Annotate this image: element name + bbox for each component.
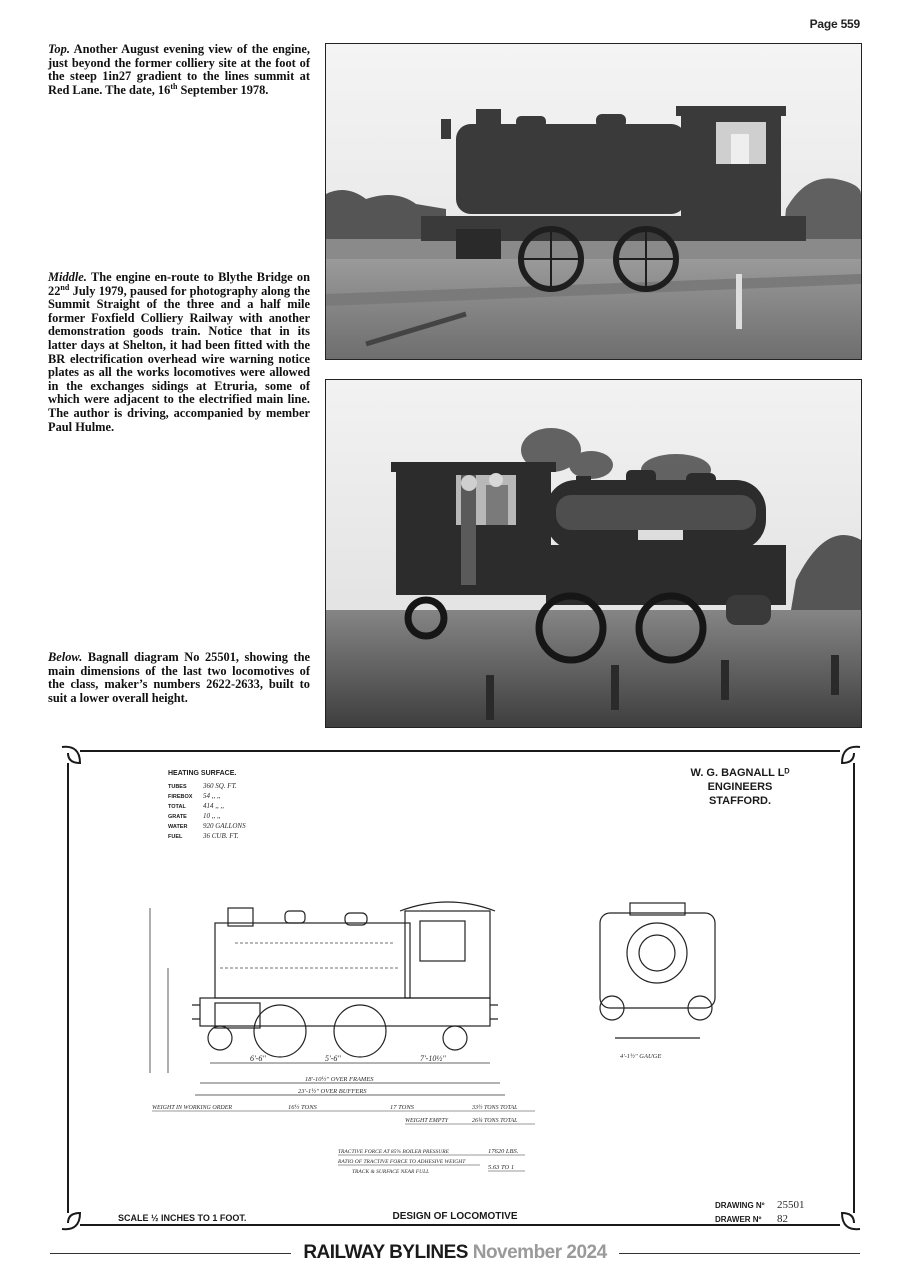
drawer-number: 82	[777, 1213, 788, 1225]
maker-line1: W. G. BAGNALL Lᴰ	[691, 767, 790, 779]
photo-top-image	[326, 44, 861, 359]
locomotive-end-elevation	[599, 902, 716, 1039]
bagnall-diagram: W. G. BAGNALL Lᴰ ENGINEERS STAFFORD. HEA…	[60, 743, 862, 1233]
design-title: DESIGN OF LOCOMOTIVE	[392, 1211, 517, 1222]
drawing-label: DRAWING Nº	[715, 1201, 765, 1210]
caption-below-lead: Below.	[48, 650, 83, 664]
diagram-border	[67, 750, 855, 1226]
scale-label: SCALE ½ INCHES TO 1 FOOT.	[118, 1213, 246, 1223]
heating-row-label: GRATE	[168, 814, 187, 820]
weight-label: WEIGHT IN WORKING ORDER	[152, 1105, 232, 1111]
diagram-drawing: W. G. BAGNALL Lᴰ ENGINEERS STAFFORD. HEA…	[61, 745, 861, 1231]
caption-below: Below. Bagnall diagram No 25501, showing…	[48, 650, 310, 705]
footer-issue: November 2024	[467, 1242, 607, 1263]
dim-wheelbase-a: 6'-6"	[250, 1054, 266, 1063]
dim-rear: 7'-10½"	[420, 1054, 446, 1063]
heating-title: HEATING SURFACE.	[168, 770, 236, 777]
footer-title: RAILWAY BYLINES November 2024	[291, 1242, 618, 1264]
caption-middle-lead: Middle.	[48, 270, 87, 284]
page-footer: RAILWAY BYLINES November 2024	[50, 1240, 861, 1266]
caption-middle-text-end: July 1979, paused for photography along …	[48, 283, 310, 434]
caption-top: Top. Another August evening view of the …	[48, 42, 310, 97]
photo-middle-image	[326, 380, 861, 727]
locomotive-side-elevation	[192, 901, 498, 1058]
tractive-value: 17620 LBS.	[488, 1148, 519, 1155]
heating-row-value: 54 ,, ,,	[203, 792, 221, 800]
heating-row-value: 10 ,, ,,	[203, 812, 221, 820]
heating-row-value: 360 SQ. FT.	[202, 782, 237, 790]
drawer-label: DRAWER Nº	[715, 1215, 762, 1224]
maker-line3: STAFFORD.	[709, 795, 771, 807]
maker-line2: ENGINEERS	[708, 781, 773, 793]
heating-row-value: 414 ,, ,,	[203, 802, 224, 810]
tractive-line2: RATIO OF TRACTIVE FORCE TO ADHESIVE WEIG…	[337, 1159, 466, 1165]
heating-row-value: 36 CUB. FT.	[202, 832, 239, 840]
dim-wheelbase-b: 5'-6"	[325, 1054, 341, 1063]
tractive-line1: TRACTIVE FORCE AT 85% BOILER PRESSURE	[338, 1149, 450, 1155]
caption-top-text-end: September 1978.	[177, 82, 269, 97]
weight-a: 16½ TONS	[288, 1104, 318, 1111]
tractive-line3: TRACK & SURFACE NEAR FULL	[352, 1169, 429, 1175]
heating-row-label: TOTAL	[168, 804, 186, 810]
ratio-value: 5.63 TO 1	[488, 1164, 514, 1171]
weight-empty: 26¾ TONS TOTAL	[472, 1118, 518, 1124]
dim-gauge: 4'-1½" GAUGE	[620, 1053, 661, 1060]
footer-rule-right	[618, 1252, 861, 1254]
caption-top-lead: Top.	[48, 42, 70, 56]
weight-total: 33½ TONS TOTAL	[471, 1104, 518, 1111]
caption-top-sup: th	[170, 81, 178, 91]
heating-row-label: TUBES	[168, 784, 187, 790]
footer-rule-left	[50, 1252, 292, 1254]
heating-row-label: FIREBOX	[168, 794, 193, 800]
caption-middle-sup: nd	[60, 282, 70, 292]
heating-row-label: FUEL	[168, 834, 183, 840]
caption-below-text: Bagnall diagram No 25501, showing the ma…	[48, 650, 310, 705]
drawing-number: 25501	[777, 1199, 805, 1211]
weight-empty-label: WEIGHT EMPTY	[405, 1118, 449, 1124]
photo-middle	[325, 379, 862, 728]
weight-b: 17 TONS	[390, 1104, 415, 1111]
heating-row-value: 920 GALLONS	[203, 822, 246, 830]
heating-table: TUBES 360 SQ. FT. FIREBOX 54 ,, ,, TOTAL…	[168, 782, 246, 840]
page-number: Page 559	[809, 17, 861, 31]
caption-middle-text: The engine en-route to Blythe Bridge on …	[48, 270, 310, 298]
caption-middle: Middle. The engine en-route to Blythe Br…	[48, 270, 310, 434]
photo-top	[325, 43, 862, 360]
footer-magazine: RAILWAY BYLINES	[303, 1242, 468, 1263]
caption-top-text: Another August evening view of the engin…	[48, 42, 310, 97]
dim-over-buffers: 23'-1½" OVER BUFFERS	[298, 1088, 367, 1095]
dim-over-frames: 18'-10½" OVER FRAMES	[305, 1076, 374, 1083]
heating-row-label: WATER	[168, 824, 187, 830]
